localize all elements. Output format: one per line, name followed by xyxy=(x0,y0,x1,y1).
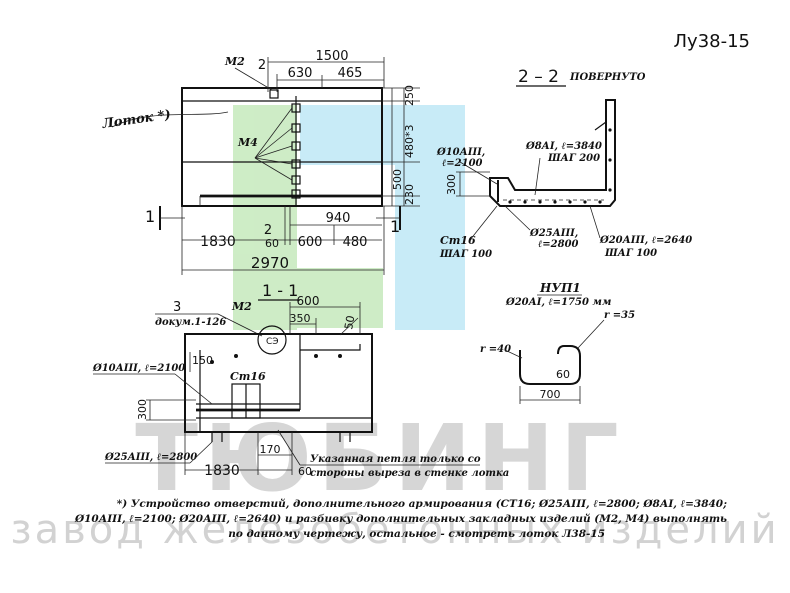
m4-leaders xyxy=(254,107,293,181)
section-11-dim-150: 150 xyxy=(192,354,213,367)
top-dimensions xyxy=(267,57,385,92)
section-22-bar-25-l: ℓ=2800 xyxy=(538,239,579,250)
top-view-outline xyxy=(181,87,383,207)
watermark-brand: ТЮБИНГ xyxy=(135,405,625,512)
loop-note-line2: стороны выреза в стенке лотка xyxy=(310,468,509,479)
nup1-title: НУП1 xyxy=(539,281,581,295)
section-1-1: 1 - 1 3 докум.1-126 М2 CЭ xyxy=(92,281,509,479)
watermark-slogan: завод железобетонных изделий xyxy=(10,507,779,553)
section-22-step-100b: ШАГ 100 xyxy=(604,248,657,259)
section-22-dim-300: 300 xyxy=(445,174,458,195)
section-11-ct16: Ст16 xyxy=(230,370,266,383)
dim-2-bottom: 2 xyxy=(264,223,272,238)
dim-230: 230 xyxy=(403,184,416,205)
dim-940: 940 xyxy=(326,211,351,226)
section-11-ref-3: 3 xyxy=(173,300,181,315)
m4-label: М4 xyxy=(237,136,258,149)
section-22-bar-25: Ø25АIII, xyxy=(529,228,578,239)
section-11-dim-1830: 1830 xyxy=(204,463,240,479)
section-22-step-100: ШАГ 100 xyxy=(439,249,492,260)
nup1-r40: r =40 xyxy=(480,344,511,355)
footnote-line2: Ø10АIII, ℓ=2100; Ø20АIII, ℓ=2640) и разб… xyxy=(74,512,727,525)
section-11-studs xyxy=(211,432,351,442)
section-22-subtitle: ПОВЕРНУТО xyxy=(569,72,646,83)
dim-2970: 2970 xyxy=(251,254,289,272)
loop-note-line1: Указанная петля только со xyxy=(310,454,481,465)
section-22-bar-8: Ø8АI, ℓ=3840 xyxy=(525,141,602,152)
section-2-2: 2 – 2 ПОВЕРНУТО 300 Ø10АIII, ℓ=2100 Ø8АI… xyxy=(436,67,692,260)
bottom-dimensions xyxy=(181,206,385,275)
section-22-title: 2 – 2 xyxy=(518,67,559,87)
section-22-bar-10-l: ℓ=2100 xyxy=(442,158,483,169)
section-22-bar-20: Ø20АIII, ℓ=2640 xyxy=(599,235,692,246)
section-22-ct16: Ст16 xyxy=(440,234,476,247)
section-11-bar-25: Ø25АIII, ℓ=2800 xyxy=(104,452,197,463)
nup1-r35: r =35 xyxy=(604,310,635,321)
dim-480: 480 xyxy=(343,235,368,250)
section-11-m2: М2 xyxy=(231,300,252,313)
nup1-bar: Ø20АI, ℓ=1750 мм xyxy=(505,297,611,308)
dim-1830-top: 1830 xyxy=(200,234,236,250)
m2-detail-circle xyxy=(257,325,287,355)
footnote: *) Устройство отверстий, дополнительного… xyxy=(74,497,727,540)
section-11-bar-10: Ø10АIII, ℓ=2100 xyxy=(92,363,185,374)
dim-500: 500 xyxy=(391,169,404,190)
section-11-dim-300: 300 xyxy=(136,399,149,420)
nup1-detail: НУП1 Ø20АI, ℓ=1750 мм r =35 r =40 60 700 xyxy=(480,281,635,404)
m2-label-top: М2 xyxy=(224,55,245,68)
section-11-dim-170: 170 xyxy=(260,443,281,456)
nup1-dim-60: 60 xyxy=(556,368,570,381)
section-11-dim-350: 350 xyxy=(290,312,311,325)
svg-text:CЭ: CЭ xyxy=(266,337,279,347)
cut-mark-left: 1 xyxy=(145,207,155,226)
section-11-dim-50: 50 xyxy=(342,314,357,330)
section-22-profile xyxy=(489,99,616,207)
dim-600-top: 600 xyxy=(298,235,323,250)
nup1-hook xyxy=(519,345,581,385)
dim-2-top: 2 xyxy=(258,58,266,73)
section-22-rebar xyxy=(508,128,612,204)
footnote-line1: *) Устройство отверстий, дополнительного… xyxy=(117,497,727,510)
dim-465: 465 xyxy=(338,66,363,81)
section-11-ref-doc: докум.1-126 xyxy=(155,317,226,328)
dim-250: 250 xyxy=(403,85,416,106)
section-11-dim-600: 600 xyxy=(297,294,320,308)
dim-630: 630 xyxy=(288,66,313,81)
dim-1500: 1500 xyxy=(315,49,348,64)
nup1-dim-700: 700 xyxy=(540,388,561,401)
dim-480x3: 480*3 xyxy=(403,125,416,159)
lotok-callout: Лоток *) xyxy=(100,108,171,133)
section-11-holes xyxy=(210,354,342,364)
dim-60-top: 60 xyxy=(265,237,279,250)
section-22-step-200: ШАГ 200 xyxy=(547,153,600,164)
section-11-title: 1 - 1 xyxy=(262,281,298,300)
cut-mark-right: 1 xyxy=(390,217,400,236)
doc-code: Лу38-15 xyxy=(674,31,751,52)
footnote-line3: по данному чертежу, остальное - смотреть… xyxy=(228,528,605,540)
section-11-body xyxy=(184,333,373,433)
section-22-bar-10: Ø10АIII, xyxy=(436,147,485,158)
section-11-dim-60: 60 xyxy=(298,465,312,478)
